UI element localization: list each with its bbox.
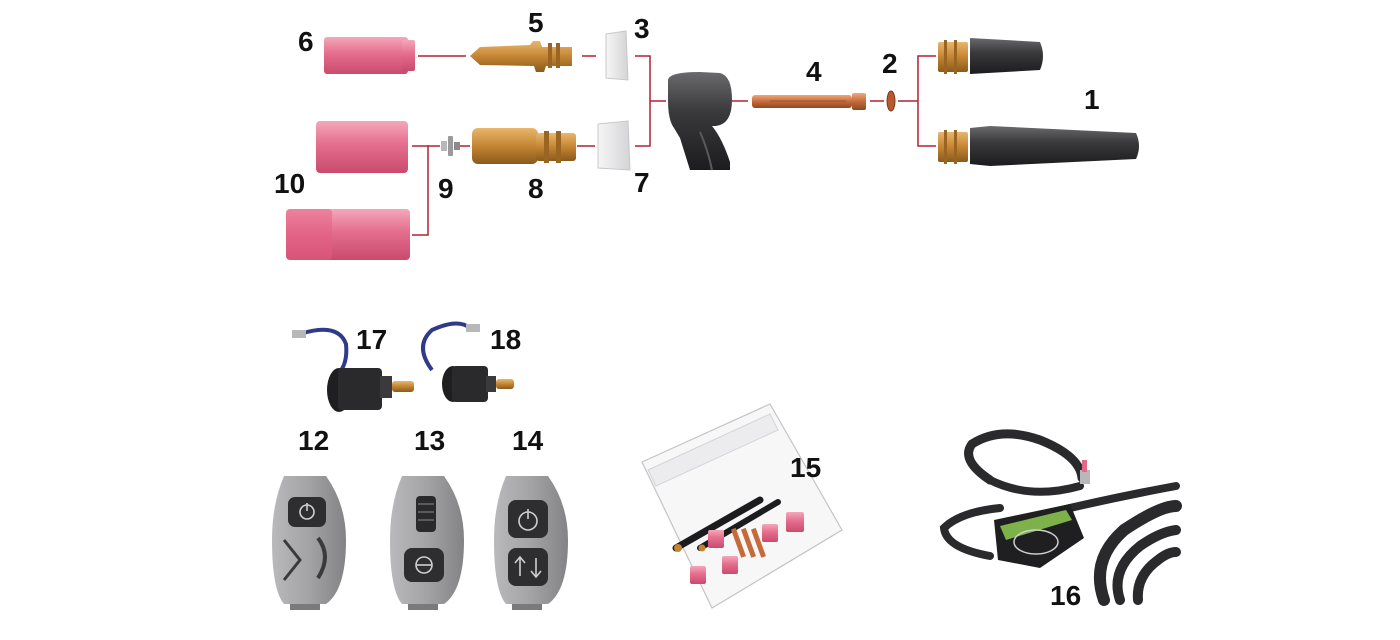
part-4-collet — [752, 93, 866, 110]
part-10-ceramic-cup-medium — [316, 121, 408, 173]
part-3-insulator-gasket — [605, 30, 629, 81]
label-part-15: 15 — [790, 452, 822, 483]
label-part-3: 3 — [634, 13, 650, 44]
label-part-4: 4 — [806, 56, 822, 87]
label-part-16: 16 — [1050, 580, 1082, 611]
part-2-o-ring — [886, 90, 896, 112]
part-17-connector — [292, 327, 414, 412]
part-18-connector — [421, 321, 514, 402]
part-13-switch — [390, 476, 464, 610]
label-part-8: 8 — [528, 173, 544, 204]
part-6-ceramic-cup-small — [324, 37, 415, 74]
part-14-switch — [494, 476, 568, 610]
label-part-5: 5 — [528, 7, 544, 38]
part-7-insulator-large — [597, 120, 631, 171]
label-part-1: 1 — [1084, 84, 1100, 115]
part-10-ceramic-cup-large — [286, 209, 410, 260]
label-part-14: 14 — [512, 425, 544, 456]
label-part-2: 2 — [882, 48, 898, 79]
part-15-accessory-kit — [641, 403, 843, 609]
label-part-9: 9 — [438, 173, 454, 204]
part-8-gas-lens-body — [472, 128, 576, 164]
label-part-10: 10 — [274, 168, 306, 199]
part-1-back-cap-long — [938, 126, 1139, 166]
torch-head — [668, 72, 732, 171]
label-part-12: 12 — [298, 425, 330, 456]
label-part-6: 6 — [298, 26, 314, 57]
part-12-switch — [272, 476, 346, 610]
part-1-back-cap-short — [938, 38, 1043, 74]
part-5-collet-body — [470, 41, 572, 72]
part-16-cable-assembly — [939, 429, 1182, 606]
label-part-17: 17 — [356, 324, 388, 355]
label-part-13: 13 — [414, 425, 446, 456]
label-part-7: 7 — [634, 167, 650, 198]
part-9-washer — [441, 136, 460, 156]
leader-lines — [412, 55, 936, 236]
label-part-18: 18 — [490, 324, 522, 355]
